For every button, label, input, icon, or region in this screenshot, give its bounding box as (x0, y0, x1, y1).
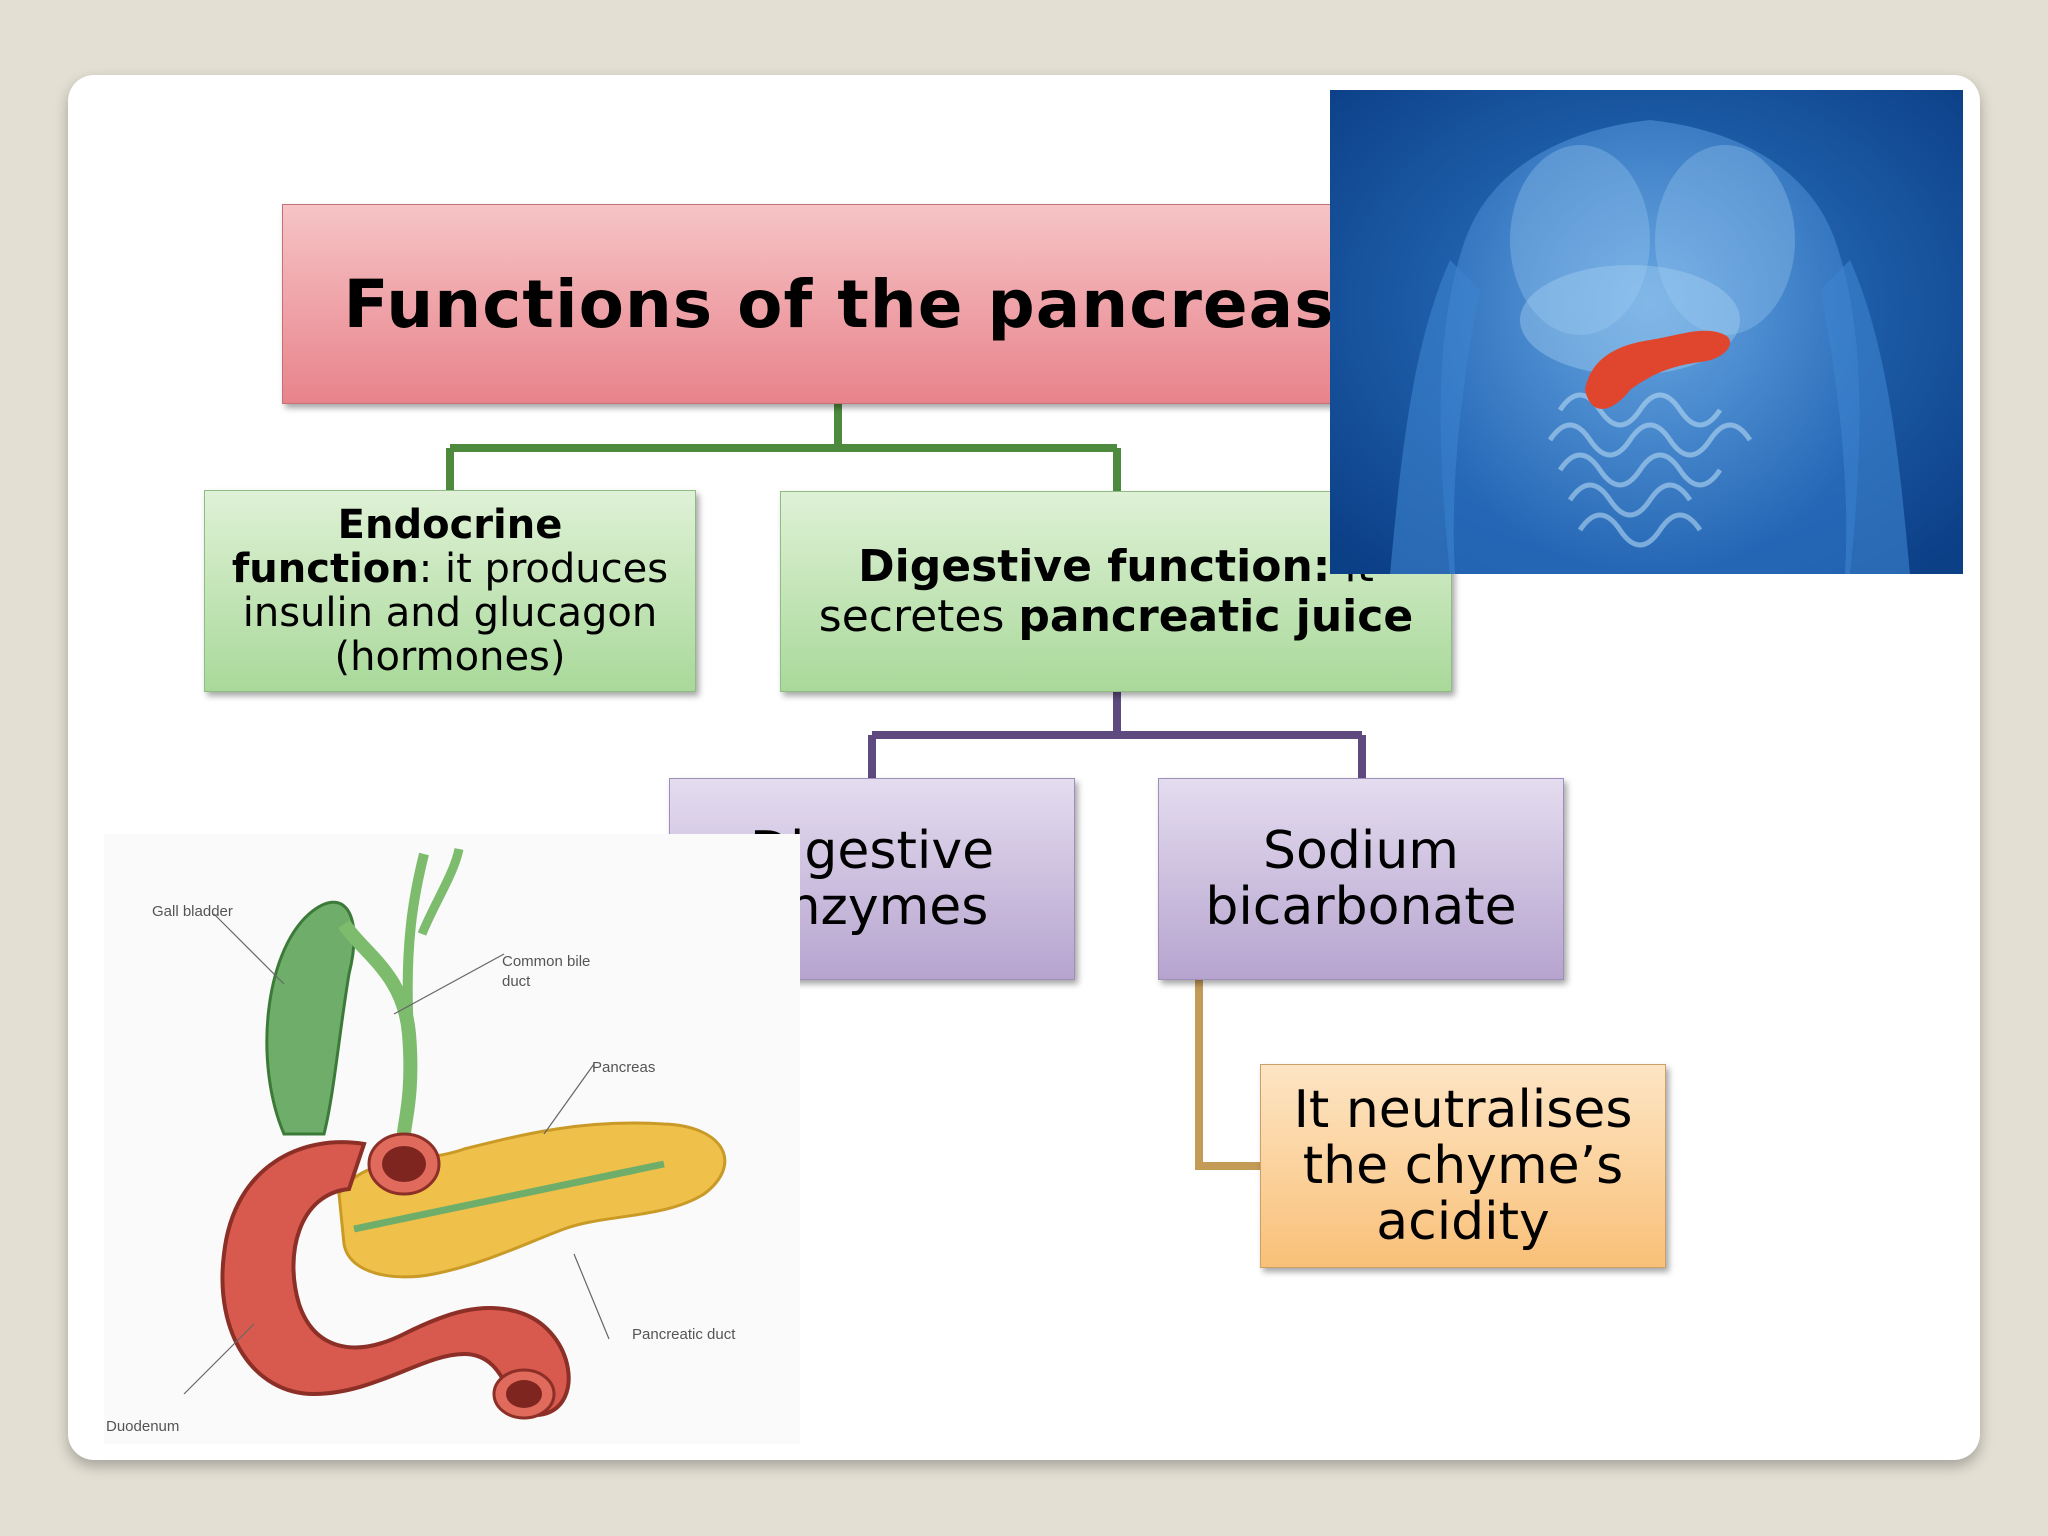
label-pancreatic-duct: Pancreatic duct (632, 1326, 736, 1343)
digestive-connector (868, 692, 1366, 778)
label-common-bile-duct-2: duct (502, 973, 531, 990)
endocrine-line-3: insulin and glucagon (242, 590, 658, 636)
endocrine-line-4: (hormones) (334, 634, 566, 680)
digestive-line-2: secretes pancreatic juice (818, 590, 1414, 642)
title-box: Functions of the pancreas (282, 204, 1396, 404)
title-connector (446, 404, 1121, 491)
body-anatomy-image (1330, 90, 1963, 574)
endocrine-function-box: Endocrine function: it produces insulin … (204, 490, 696, 692)
endocrine-line-1: Endocrine (337, 502, 563, 548)
pancreas-highlight (1585, 330, 1731, 409)
label-gall-bladder: Gall bladder (152, 903, 233, 920)
bicarbonate-line-1: Sodium (1263, 821, 1459, 881)
neutralise-line-2: the chyme’s (1302, 1136, 1624, 1196)
label-common-bile-duct-1: Common bile (502, 953, 590, 970)
sodium-bicarbonate-box: Sodium bicarbonate (1158, 778, 1564, 980)
label-pancreas: Pancreas (592, 1059, 655, 1076)
neutralise-line-3: acidity (1376, 1192, 1550, 1252)
bicarbonate-line-2: bicarbonate (1205, 877, 1517, 937)
digestive-line-1: Digestive function: it (858, 540, 1374, 592)
label-duodenum: Duodenum (106, 1418, 179, 1435)
endocrine-line-2: function: it produces (231, 546, 669, 592)
bicarbonate-connector (1195, 980, 1260, 1170)
pancreas-illustration: Gall bladder Common bile duct Pancreas P… (104, 834, 800, 1444)
gall-bladder (265, 900, 356, 1136)
page-title: Functions of the pancreas (343, 265, 1335, 343)
neutralise-line-1: It neutralises (1293, 1080, 1633, 1140)
neutralise-acidity-box: It neutralises the chyme’s acidity (1260, 1064, 1666, 1268)
